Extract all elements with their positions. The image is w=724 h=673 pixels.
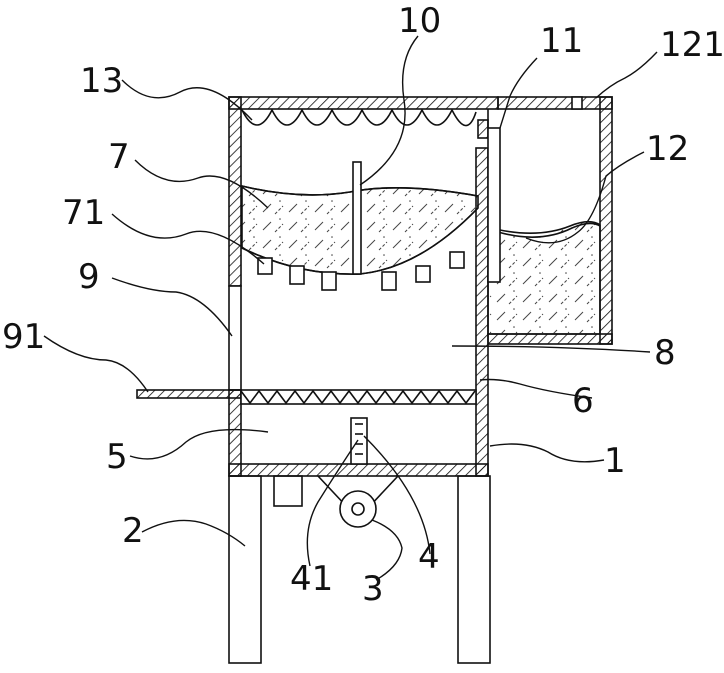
label-121: 121 bbox=[660, 25, 724, 65]
label-41: 41 bbox=[290, 559, 333, 599]
label-7: 7 bbox=[108, 137, 130, 177]
side-tank bbox=[488, 97, 612, 344]
label-11: 11 bbox=[540, 21, 583, 61]
leg-right bbox=[458, 476, 490, 663]
label-12: 12 bbox=[646, 129, 689, 169]
stir-rod bbox=[353, 162, 361, 274]
label-2: 2 bbox=[122, 511, 144, 551]
label-9: 9 bbox=[78, 257, 100, 297]
screen-plate bbox=[241, 390, 476, 404]
spray-nozzle bbox=[351, 418, 367, 464]
collection-tray bbox=[137, 390, 241, 398]
leg-left bbox=[229, 476, 261, 663]
label-71: 71 bbox=[62, 193, 105, 233]
label-10: 10 bbox=[398, 1, 441, 41]
label-5: 5 bbox=[106, 437, 128, 477]
label-1: 1 bbox=[604, 441, 626, 481]
label-6: 6 bbox=[572, 381, 594, 421]
label-8: 8 bbox=[654, 333, 676, 373]
label-13: 13 bbox=[80, 61, 123, 101]
bottom-mount-box bbox=[274, 476, 302, 506]
lamp-row bbox=[242, 110, 476, 126]
label-4: 4 bbox=[418, 537, 440, 577]
label-91: 91 bbox=[2, 317, 45, 357]
label-3: 3 bbox=[362, 569, 384, 609]
